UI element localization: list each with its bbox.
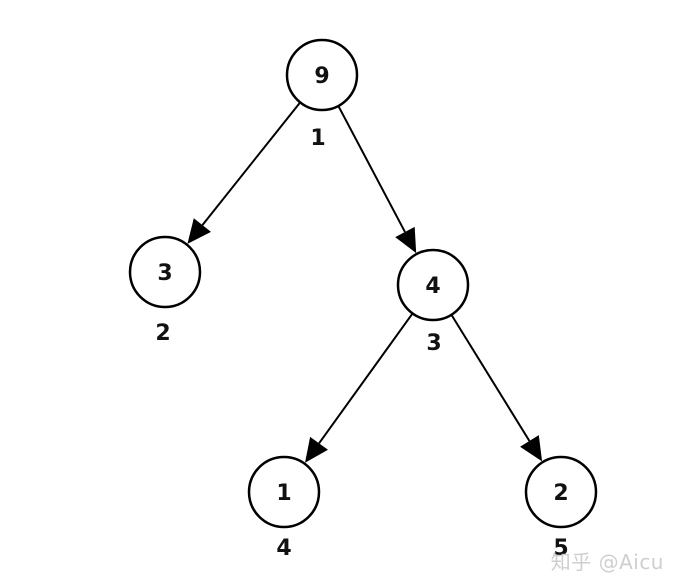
arrow-head-n3-n5 [520,435,543,462]
node-order-label: 4 [276,536,291,561]
tree-node-n4: 14 [247,455,321,561]
edge-n3-n5 [450,314,531,442]
tree-node-n2: 32 [128,235,202,346]
tree-node-n3: 43 [396,248,470,356]
edge-n3-n4 [318,312,414,444]
edge-n1-n2 [201,101,301,226]
node-order-label: 1 [310,126,325,151]
arrow-head-n3-n4 [305,436,328,463]
node-order-label: 3 [426,331,441,356]
tree-node-n5: 25 [524,455,598,561]
edge-n1-n3 [337,105,406,233]
tree-node-n1: 91 [285,38,359,151]
node-value: 3 [157,261,172,286]
node-order-label: 2 [155,321,170,346]
node-order-label: 5 [553,536,568,561]
node-circle [285,38,359,112]
node-circle [524,455,598,529]
node-value: 4 [425,274,440,299]
node-circle [247,455,321,529]
node-circle [128,235,202,309]
arrow-head-n1-n2 [187,218,211,244]
node-value: 2 [553,481,568,506]
node-value: 9 [314,64,329,89]
node-circle [396,248,470,322]
watermark: 知乎 @Aicu [550,550,664,574]
node-value: 1 [276,481,291,506]
arrow-head-n1-n3 [395,226,417,254]
edges-layer [187,101,543,463]
